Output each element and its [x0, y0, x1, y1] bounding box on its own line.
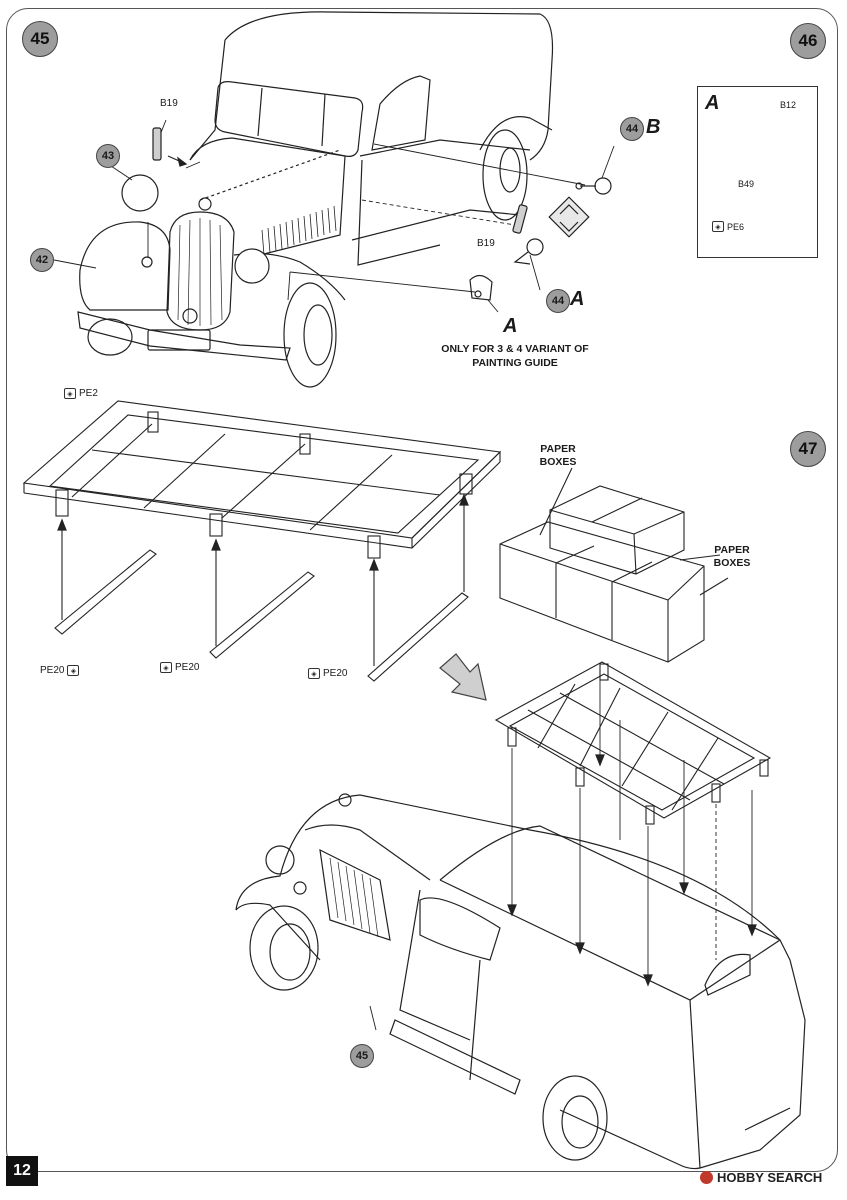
part-b12: B12 — [780, 100, 797, 110]
photo-etch-icon: ◈ — [712, 221, 724, 232]
inset-letter: A — [705, 92, 720, 114]
paper-boxes-drawing — [499, 467, 729, 663]
photo-etch-icon: ◈ — [64, 388, 76, 399]
roof-rack-drawing — [22, 400, 502, 682]
part-pe20-c-label: PE20 — [323, 668, 348, 679]
small-rack-drawing — [494, 661, 772, 825]
callout-44-b: 44 — [620, 117, 644, 141]
callout-45-bottom: 45 — [350, 1044, 374, 1068]
step-46-badge: 46 — [790, 23, 826, 59]
paper-boxes-label-2: PAPER BOXES — [713, 544, 751, 569]
step-45-badge: 45 — [22, 21, 58, 57]
photo-etch-icon: ◈ — [160, 662, 172, 673]
hobby-search-logo-icon — [700, 1171, 713, 1184]
part-pe20-b-label: PE20 — [175, 662, 200, 673]
part-pe20-a: PE20 ◈ — [40, 665, 80, 676]
watermark-text: HOBBY SEARCH — [717, 1170, 823, 1185]
letter-b: B — [646, 116, 661, 138]
part-pe20-c: ◈ PE20 — [308, 668, 347, 679]
rotate-view-icon — [548, 196, 590, 238]
callout-43: 43 — [96, 144, 120, 168]
part-pe20-b: ◈ PE20 — [160, 662, 199, 673]
callout-42: 42 — [30, 248, 54, 272]
page-number: 12 — [6, 1156, 38, 1186]
detail-inset — [697, 86, 818, 258]
letter-a: A — [570, 288, 585, 310]
part-b49: B49 — [738, 179, 755, 189]
van-rear-drawing — [235, 793, 806, 1170]
step-47-badge: 47 — [790, 431, 826, 467]
direction-arrow-icon — [439, 653, 487, 701]
part-pe6-label: PE6 — [727, 221, 745, 232]
photo-etch-icon: ◈ — [308, 668, 320, 679]
part-pe6: ◈ PE6 — [712, 221, 744, 232]
callout-44-a: 44 — [546, 289, 570, 313]
paper-boxes-label-1: PAPER BOXES — [539, 443, 577, 468]
variant-note: ONLY FOR 3 & 4 VARIANT OF PAINTING GUIDE — [441, 343, 589, 369]
watermark: HOBBY SEARCH — [700, 1170, 822, 1185]
page-frame — [6, 8, 838, 1172]
part-pe2: ◈ PE2 — [64, 388, 98, 399]
part-b19-right: B19 — [477, 238, 495, 249]
part-pe20-a-label: PE20 — [40, 665, 65, 676]
van-front-drawing — [77, 11, 554, 388]
part-b19-top: B19 — [160, 98, 178, 109]
photo-etch-icon: ◈ — [67, 665, 80, 676]
part-pe2-label: PE2 — [79, 388, 98, 399]
variant-letter: A — [503, 315, 518, 337]
